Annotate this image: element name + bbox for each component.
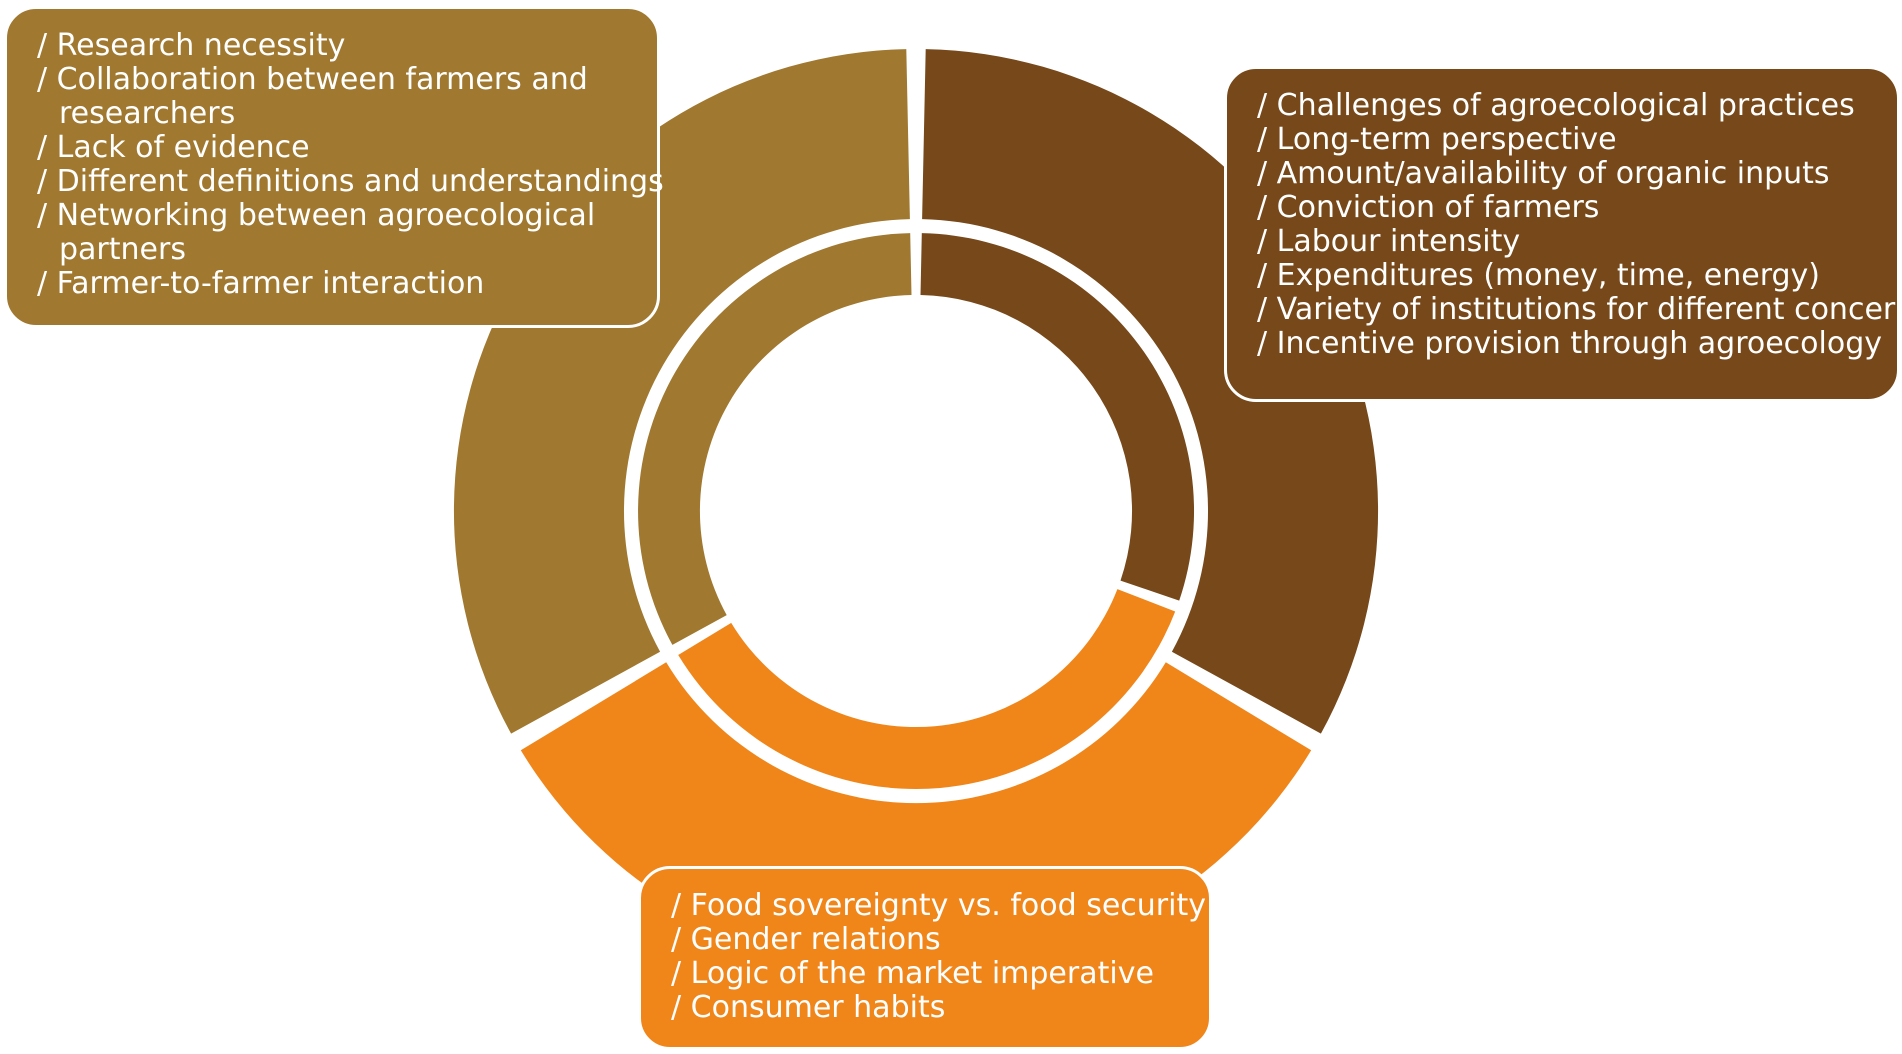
practices-item: Labour intensity bbox=[1257, 225, 1887, 259]
research-item-continuation: researchers bbox=[59, 96, 236, 131]
research-item: Research necessity bbox=[37, 29, 647, 63]
inner-ring-segment-research bbox=[638, 233, 912, 645]
social-item: Logic of the market imperative bbox=[671, 957, 1199, 991]
research-item: Collaboration between farmers and bbox=[37, 63, 647, 97]
research-item: Networking between agroecological bbox=[37, 199, 647, 233]
research-list: Research necessity Collaboration between… bbox=[37, 29, 664, 301]
practices-item: Challenges of agroecological practices bbox=[1257, 89, 1887, 123]
practices-item: Amount/availability of organic inputs bbox=[1257, 157, 1887, 191]
social-list: Food sovereignty vs. food security Gende… bbox=[671, 889, 1206, 1025]
social-box: Food sovereignty vs. food security Gende… bbox=[638, 866, 1212, 1050]
practices-box: Challenges of agroecological practices L… bbox=[1224, 66, 1902, 402]
practices-item: Incentive provision through agroecology bbox=[1257, 327, 1887, 361]
social-item: Food sovereignty vs. food security bbox=[671, 889, 1206, 923]
social-item: Consumer habits bbox=[671, 991, 1199, 1025]
inner-ring-segment-social bbox=[678, 589, 1176, 790]
practices-item: Conviction of farmers bbox=[1257, 191, 1887, 225]
inner-ring-segment-practices bbox=[920, 233, 1195, 601]
research-item-continuation: partners bbox=[59, 232, 186, 267]
practices-item: Long-term perspective bbox=[1257, 123, 1887, 157]
social-item: Gender relations bbox=[671, 923, 1199, 957]
research-item: Lack of evidence bbox=[37, 131, 647, 165]
practices-item: Variety of institutions for different co… bbox=[1257, 293, 1902, 327]
research-item: Farmer-to-farmer interaction bbox=[37, 267, 647, 301]
practices-list: Challenges of agroecological practices L… bbox=[1257, 89, 1902, 361]
research-box: Research necessity Collaboration between… bbox=[4, 6, 664, 328]
practices-item: Expenditures (money, time, energy) bbox=[1257, 259, 1887, 293]
research-item: Different definitions and understandings bbox=[37, 165, 664, 199]
